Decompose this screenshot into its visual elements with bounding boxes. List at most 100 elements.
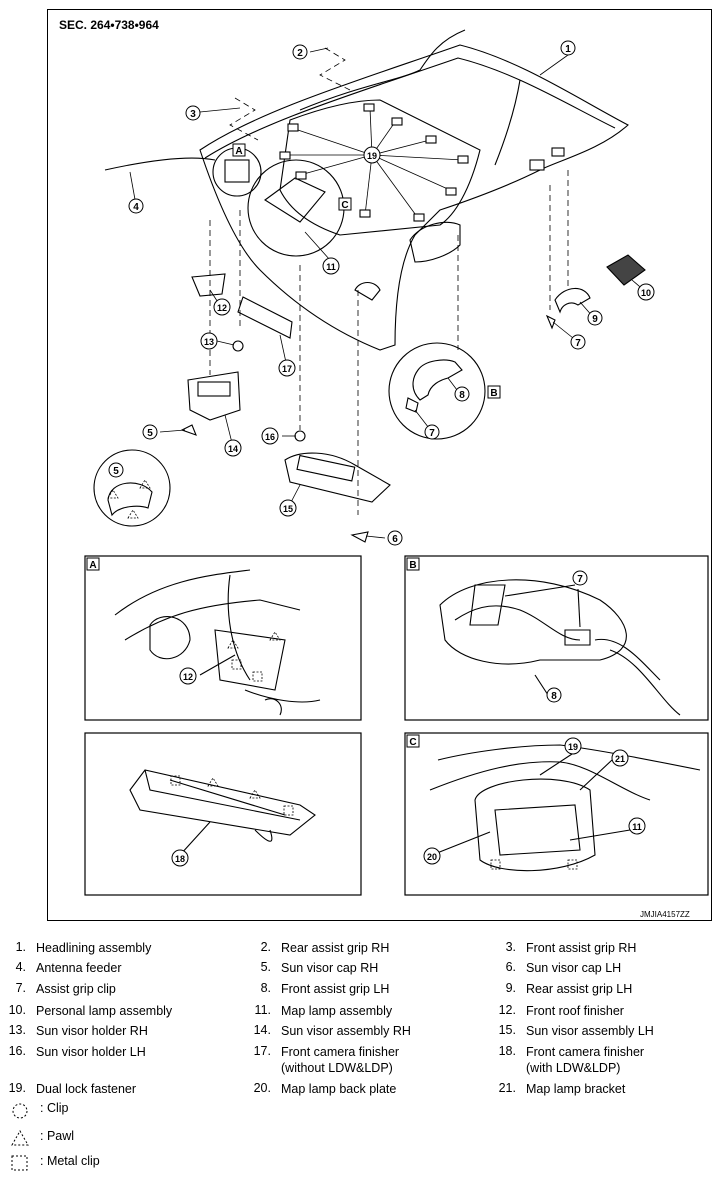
svg-text:C: C	[341, 200, 348, 211]
callout-6: 6	[387, 530, 403, 546]
diagram-frame	[47, 9, 712, 921]
pawl-symbol-label: : Pawl	[40, 1129, 75, 1143]
legend-item: 1.Headlining assembly	[15, 940, 152, 955]
svg-text:4: 4	[133, 202, 139, 213]
svg-text:1: 1	[565, 44, 571, 55]
legend-item: 14.Sun visor assembly RH	[253, 1023, 411, 1038]
svg-text:16: 16	[265, 432, 275, 442]
svg-text:6: 6	[392, 534, 398, 545]
svg-text:8: 8	[459, 390, 465, 401]
svg-text:18: 18	[175, 854, 185, 864]
callout-12b: 12	[179, 667, 197, 685]
svg-text:A: A	[235, 146, 242, 157]
callout-11b: 11	[628, 817, 646, 835]
callout-7c: 7	[572, 570, 588, 586]
inset-a-label: A	[86, 557, 100, 571]
callout-7b: 7	[424, 424, 440, 440]
inset-c	[404, 732, 709, 896]
callout-19: 19	[363, 146, 381, 164]
inset-c-label: C	[406, 734, 420, 748]
callout-8: 8	[454, 386, 470, 402]
legend-item: 16.Sun visor holder LH	[8, 1044, 146, 1059]
svg-text:15: 15	[283, 504, 293, 514]
svg-text:7: 7	[575, 338, 581, 349]
callout-2: 2	[292, 44, 308, 60]
clip-icon	[12, 1103, 28, 1119]
legend-item: 7.Assist grip clip	[15, 981, 116, 996]
legend-item: 13.Sun visor holder RH	[8, 1023, 148, 1038]
legend-item: 21.Map lamp bracket	[498, 1081, 626, 1096]
svg-text:12: 12	[217, 303, 227, 313]
svg-text:9: 9	[592, 314, 598, 325]
detail-b-label: B	[487, 385, 501, 399]
svg-text:5: 5	[147, 428, 153, 439]
callout-8b: 8	[546, 687, 562, 703]
callout-3: 3	[185, 105, 201, 121]
callout-16: 16	[261, 427, 279, 445]
callout-9: 9	[587, 310, 603, 326]
svg-text:11: 11	[326, 262, 336, 272]
svg-text:12: 12	[183, 672, 193, 682]
inset-b-label: B	[406, 557, 420, 571]
svg-text:13: 13	[204, 337, 214, 347]
sunroof-opening	[279, 99, 481, 236]
callout-20: 20	[423, 847, 441, 865]
legend-item: 18.Front camera finisher (with LDW&LDP)	[498, 1044, 645, 1075]
pawl-icon	[11, 1129, 29, 1146]
svg-text:19: 19	[568, 742, 578, 752]
headlining-outline	[199, 44, 629, 351]
image-code: JMJIA4157ZZ	[640, 910, 690, 919]
callout-21: 21	[611, 749, 629, 767]
callout-12: 12	[213, 298, 231, 316]
callout-7: 7	[570, 334, 586, 350]
svg-text:11: 11	[632, 822, 642, 832]
callout-14: 14	[224, 439, 242, 457]
callout-18: 18	[171, 849, 189, 867]
svg-text:7: 7	[577, 574, 583, 585]
legend-item: 5.Sun visor cap RH	[260, 960, 379, 975]
callout-1: 1	[560, 40, 576, 56]
callout-10: 10	[637, 283, 655, 301]
svg-text:21: 21	[615, 754, 625, 764]
clip-symbol-label: : Clip	[40, 1101, 69, 1115]
callout-13: 13	[200, 332, 218, 350]
callout-19b: 19	[564, 737, 582, 755]
svg-text:B: B	[409, 560, 416, 571]
svg-text:17: 17	[282, 364, 292, 374]
antenna-feeder	[104, 29, 521, 171]
svg-text:20: 20	[427, 852, 437, 862]
legend-item: 4.Antenna feeder	[15, 960, 122, 975]
svg-text:5: 5	[113, 466, 119, 477]
inset-18	[84, 732, 362, 896]
callout-4: 4	[128, 198, 144, 214]
inset-b	[404, 555, 709, 721]
legend-item: 15.Sun visor assembly LH	[498, 1023, 654, 1038]
callout-17: 17	[278, 359, 296, 377]
callout-11: 11	[322, 257, 340, 275]
svg-text:19: 19	[367, 151, 377, 161]
detail-c-label: C	[338, 197, 352, 211]
legend-item: 9.Rear assist grip LH	[505, 981, 633, 996]
svg-text:8: 8	[551, 691, 557, 702]
legend-item: 11.Map lamp assembly	[254, 1003, 393, 1018]
exploded-diagram: 1 2 3 4 5 5 6 7 7 7 8 8 9 10 11 11 12 12…	[84, 29, 709, 896]
inset-a	[84, 555, 362, 721]
svg-text:B: B	[490, 388, 497, 399]
detail-a-label: A	[232, 143, 246, 157]
svg-text:A: A	[89, 560, 96, 571]
svg-text:3: 3	[190, 109, 196, 120]
callout-15: 15	[279, 499, 297, 517]
svg-text:C: C	[409, 737, 416, 748]
svg-text:14: 14	[228, 444, 238, 454]
legend-item: 2.Rear assist grip RH	[260, 940, 390, 955]
svg-text:2: 2	[297, 48, 303, 59]
callout-5b: 5	[108, 462, 124, 478]
callout-5: 5	[142, 424, 158, 440]
legend-item: 17.Front camera finisher (without LDW&LD…	[253, 1044, 400, 1075]
legend-item: 12.Front roof finisher	[498, 1003, 624, 1018]
section-label: SEC. 264•738•964	[59, 18, 159, 32]
legend-item: 10.Personal lamp assembly	[8, 1003, 173, 1018]
legend-item: 20.Map lamp back plate	[253, 1081, 397, 1096]
metal-clip-icon	[11, 1155, 28, 1171]
legend-item: 6.Sun visor cap LH	[505, 960, 622, 975]
